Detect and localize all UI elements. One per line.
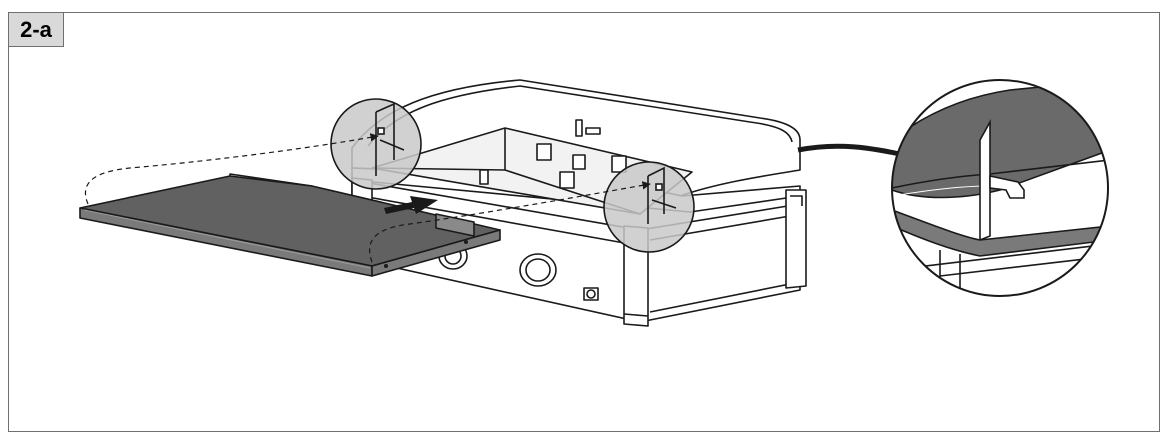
dashed-path-arrow-icon — [84, 133, 651, 263]
detail-callout — [797, 79, 1109, 297]
step-label: 2-a — [9, 13, 64, 47]
insert-arrow-icon — [384, 196, 438, 214]
figure-frame — [8, 12, 1160, 432]
side-plate — [79, 173, 501, 277]
magnifier-circle-icon — [330, 98, 695, 253]
